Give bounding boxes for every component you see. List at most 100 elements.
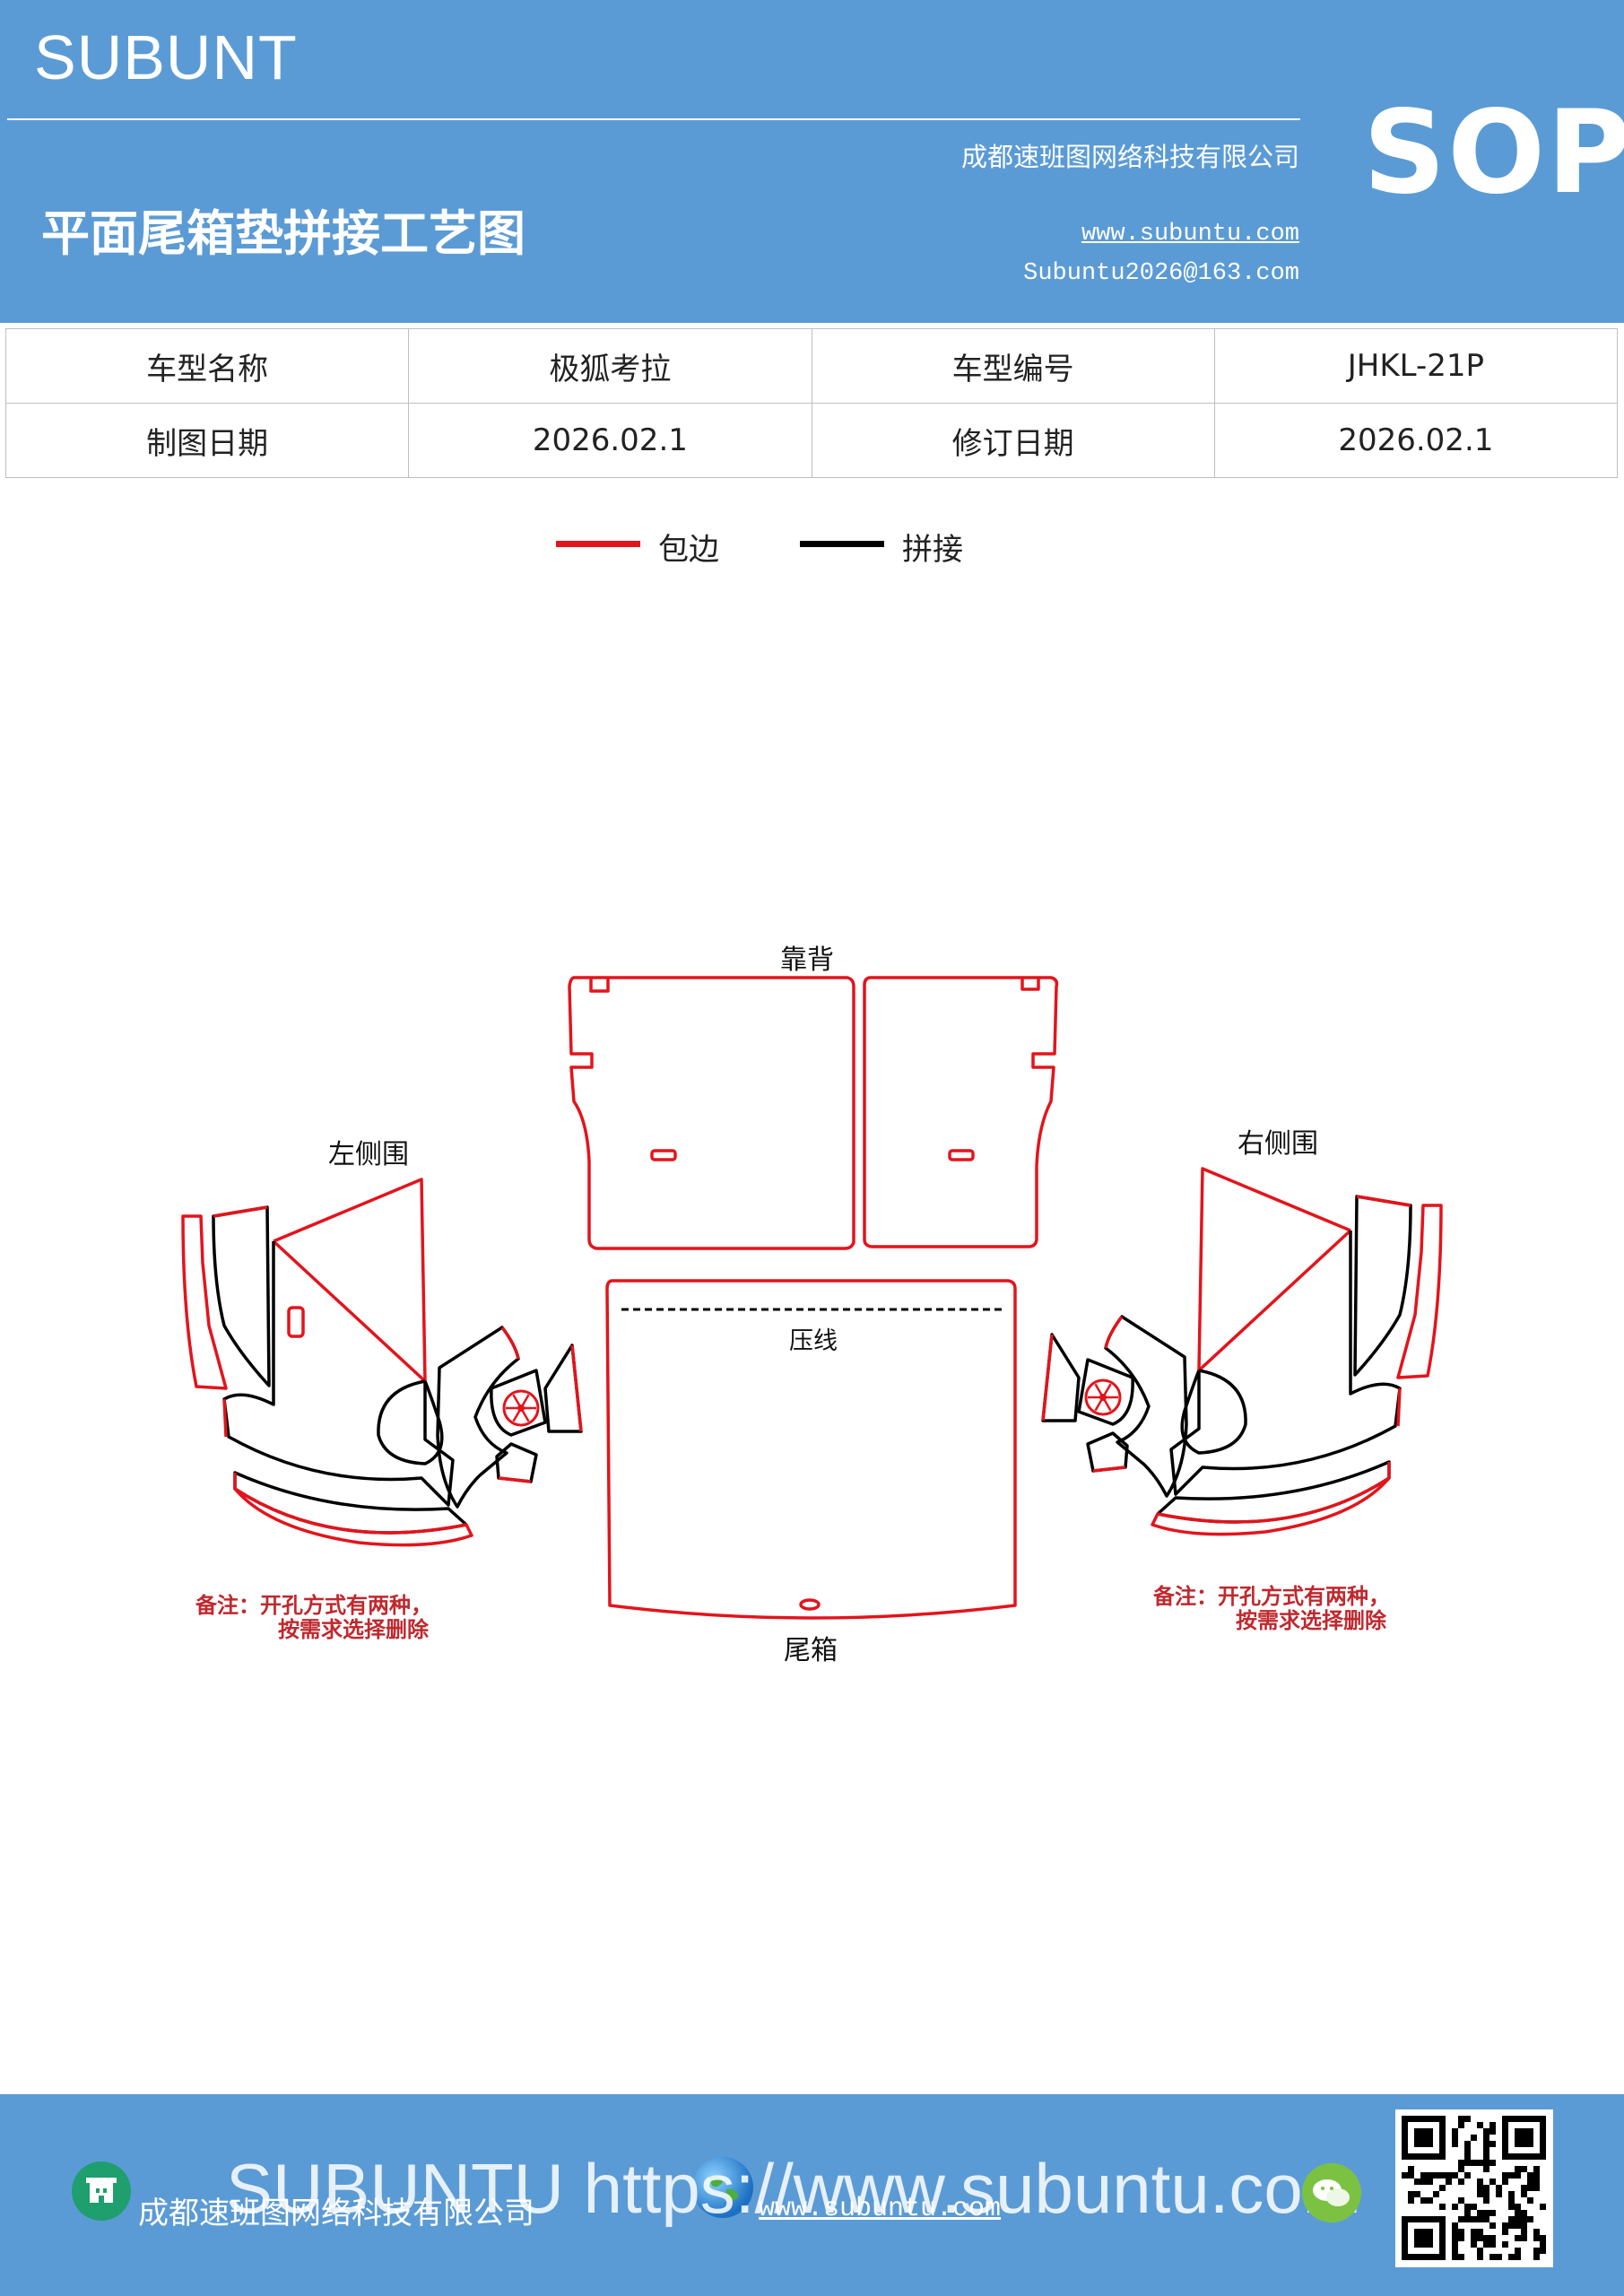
qr-module (1508, 2254, 1515, 2260)
qr-module (1471, 2229, 1477, 2235)
qr-finder (1414, 2128, 1433, 2147)
qr-module (1464, 2160, 1471, 2166)
right-note-line1: 备注：开孔方式有两种， (1153, 1584, 1390, 1609)
building-icon (72, 2161, 131, 2221)
qr-module (1489, 2179, 1496, 2185)
qr-module (1433, 2172, 1439, 2179)
qr-module (1464, 2210, 1471, 2216)
qr-module (1515, 2254, 1521, 2260)
footer-website-link[interactable]: www.subuntu.com (759, 2194, 1002, 2224)
table-row: 车型名称 极狐考拉 车型编号 JHKL-21P (4, 328, 1619, 404)
qr-module (1483, 2160, 1489, 2166)
left-side-strip (181, 1214, 228, 1390)
left-side-main-seam (222, 1241, 455, 1507)
qr-module (1439, 2204, 1446, 2210)
right-side-lower-strip (1156, 1460, 1391, 1524)
qr-module (1408, 2166, 1414, 2172)
qr-module (1408, 2197, 1414, 2204)
qr-module (1540, 2241, 1546, 2248)
qr-module (1489, 2241, 1496, 2248)
qr-module (1533, 2172, 1540, 2179)
header-website-link[interactable]: www.subuntu.com (1081, 221, 1299, 248)
qr-module (1452, 2248, 1458, 2254)
qr-module (1489, 2122, 1496, 2128)
info-table: 车型名称 极狐考拉 车型编号 JHKL-21P 制图日期 2026.02.1 修… (4, 328, 1619, 478)
qr-module (1533, 2235, 1540, 2241)
qr-module (1533, 2248, 1540, 2254)
qr-module (1427, 2197, 1433, 2204)
revision-date-label: 修订日期 (811, 403, 1215, 478)
qr-module (1508, 2222, 1515, 2229)
qr-module (1408, 2172, 1414, 2179)
qr-module (1521, 2210, 1527, 2216)
qr-module (1521, 2185, 1527, 2191)
right-side-wheel-cover (1180, 1369, 1247, 1455)
qr-module (1477, 2229, 1483, 2235)
qr-module (1496, 2254, 1502, 2260)
qr-module (1477, 2216, 1483, 2222)
qr-module (1427, 2179, 1433, 2185)
qr-module (1477, 2254, 1483, 2260)
qr-module (1477, 2122, 1483, 2128)
qr-module (1515, 2204, 1521, 2210)
qr-module (1458, 2197, 1464, 2204)
header-divider (7, 118, 1300, 120)
qr-module (1489, 2141, 1496, 2147)
qr-module (1533, 2254, 1540, 2260)
right-note-line2: 按需求选择删除 (1236, 1608, 1386, 1633)
right-fan-hub (1099, 1394, 1107, 1401)
right-side-strip (1396, 1204, 1443, 1379)
qr-module (1458, 2229, 1464, 2235)
qr-module (1458, 2254, 1464, 2260)
header-banner (0, 0, 1624, 323)
right-note: 备注：开孔方式有两种， 按需求选择删除 (1153, 1585, 1390, 1633)
model-code-label: 车型编号 (811, 328, 1215, 404)
qr-module (1464, 2172, 1471, 2179)
qr-module (1471, 2241, 1477, 2248)
qr-module (1483, 2147, 1489, 2153)
qr-module (1496, 2185, 1502, 2191)
qr-module (1527, 2185, 1533, 2191)
brand-logo-text: SUBUNT (34, 22, 298, 92)
qr-module (1477, 2179, 1483, 2185)
table-row: 制图日期 2026.02.1 修订日期 2026.02.1 (4, 403, 1619, 478)
qr-module (1533, 2166, 1540, 2172)
qr-module (1483, 2153, 1489, 2160)
qr-module (1502, 2179, 1508, 2185)
qr-module (1533, 2179, 1540, 2185)
right-side-fan-icon (1084, 1378, 1122, 1416)
qr-module (1521, 2166, 1527, 2172)
qr-module (1502, 2172, 1508, 2179)
right-side-label: 右侧围 (1238, 1128, 1318, 1160)
qr-module (1458, 2216, 1464, 2222)
right-side-clip-edge (1092, 1465, 1126, 1473)
qr-module (1420, 2197, 1427, 2204)
qr-module (1521, 2229, 1527, 2235)
qr-module (1483, 2185, 1489, 2191)
qr-module (1477, 2210, 1483, 2216)
qr-module (1471, 2235, 1477, 2241)
model-name-value: 极狐考拉 (408, 328, 812, 404)
qr-module (1483, 2210, 1489, 2216)
left-side-arch (212, 1205, 271, 1387)
right-side-main (1197, 1167, 1352, 1372)
backrest-left-slot (650, 1149, 677, 1161)
qr-module (1464, 2141, 1471, 2147)
left-side-arch-edge (213, 1205, 268, 1218)
qr-module (1452, 2128, 1458, 2135)
qr-module (1471, 2135, 1477, 2141)
qr-module (1464, 2216, 1471, 2222)
left-side-fan-icon (502, 1389, 540, 1427)
left-note: 备注：开孔方式有两种， 按需求选择删除 (195, 1594, 432, 1642)
qr-module (1452, 2235, 1458, 2241)
qr-module (1483, 2191, 1489, 2197)
qr-module (1515, 2248, 1521, 2254)
qr-module (1515, 2210, 1521, 2216)
qr-module (1446, 2179, 1452, 2185)
qr-module (1452, 2254, 1458, 2260)
draw-date-value: 2026.02.1 (408, 403, 812, 478)
edge-line-swatch (556, 541, 640, 547)
qr-module (1452, 2141, 1458, 2147)
qr-module (1477, 2160, 1483, 2166)
